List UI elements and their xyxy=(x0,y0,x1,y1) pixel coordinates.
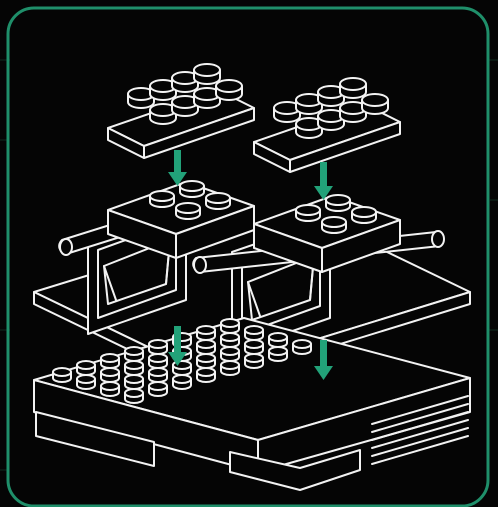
stud-top xyxy=(125,389,143,397)
stud-top xyxy=(77,361,95,369)
stud-top xyxy=(149,354,167,362)
stud-top xyxy=(197,340,215,348)
stud-top xyxy=(245,340,263,348)
stud-top xyxy=(125,375,143,383)
stud-top xyxy=(101,382,119,390)
stud-top xyxy=(245,354,263,362)
top-plate-left xyxy=(108,64,254,158)
stud-top xyxy=(197,354,215,362)
stud-top xyxy=(293,340,311,348)
stud-top xyxy=(245,326,263,334)
stud-top xyxy=(77,375,95,383)
stud-top xyxy=(125,347,143,355)
stud-top xyxy=(149,368,167,376)
stud-top xyxy=(269,333,287,341)
stud-top xyxy=(101,368,119,376)
stud-top xyxy=(149,340,167,348)
down-arrow-icon xyxy=(314,162,333,200)
down-arrow-icon xyxy=(168,150,187,186)
stud-top xyxy=(221,361,239,369)
stud-top xyxy=(197,326,215,334)
stud-top xyxy=(125,361,143,369)
stud-top xyxy=(101,354,119,362)
stud-top xyxy=(173,375,191,383)
stud-top xyxy=(149,382,167,390)
stud-top xyxy=(53,368,71,376)
stud-top xyxy=(269,347,287,355)
stud-top xyxy=(221,347,239,355)
bottom-base xyxy=(34,318,470,490)
stud-top xyxy=(221,333,239,341)
stud-top xyxy=(221,319,239,327)
top-plate-right xyxy=(254,78,400,172)
stud-top xyxy=(197,368,215,376)
